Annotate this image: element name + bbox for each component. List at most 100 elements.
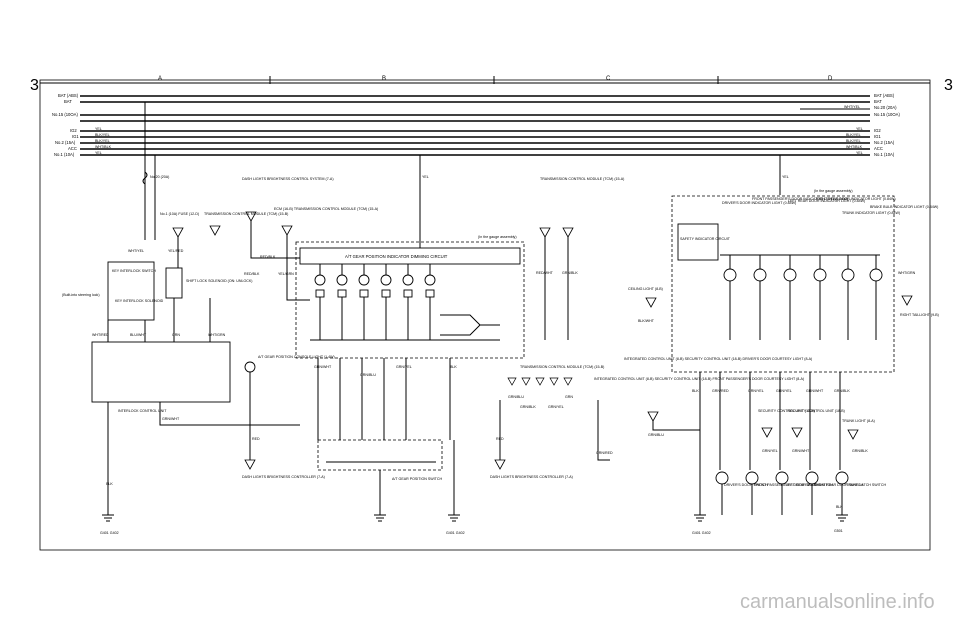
- diagram-frame: [39, 79, 931, 551]
- bulb: [813, 268, 827, 282]
- wire-color: RED: [496, 437, 504, 441]
- connector-arrow: [562, 227, 574, 238]
- bus-color: YEL: [95, 127, 102, 131]
- tcm-connector-row: [507, 377, 573, 386]
- wire-color: WHT/GRN: [898, 271, 916, 275]
- wire-color: RED: [252, 437, 260, 441]
- wire: [286, 235, 310, 301]
- bulb: [314, 274, 326, 286]
- at-position-switch: [317, 439, 443, 471]
- bulb-socket: [337, 289, 347, 298]
- gear-bulb-row: [314, 264, 436, 340]
- wire-color: WHT/YEL: [128, 249, 144, 253]
- bus-color: WHT/BLK: [95, 145, 112, 149]
- wire-color: GRN/BLU: [508, 395, 524, 399]
- svg-text:GRN/WHT: GRN/WHT: [806, 389, 824, 393]
- gauge-assembly-dashed: [295, 241, 525, 359]
- bus-label: No.2 (15A): [55, 140, 76, 145]
- key-solenoid-label: KEY INTERLOCK SOLENOID: [115, 299, 164, 303]
- bus-label: BAT (ABS): [874, 93, 895, 98]
- bulb: [402, 274, 414, 286]
- bulb: [869, 268, 883, 282]
- safety-circuit-box: [677, 223, 719, 261]
- bulb: [783, 268, 797, 282]
- bulb: [424, 274, 436, 286]
- wire: [159, 402, 300, 426]
- wire-color: YEL: [782, 175, 789, 179]
- ind-driver-label: DRIVER'S DOOR INDICATOR LIGHT (0.84W): [722, 201, 796, 205]
- ind-left-rear-label: LEFT REAR DOOR INDICATOR LIGHT (0.84W): [788, 199, 865, 203]
- ind-brake-label: BRAKE BULB INDICATOR LIGHT (0.84W): [870, 205, 938, 209]
- bus-color: WHT/YEL: [844, 105, 860, 109]
- console-light-bulb: [244, 361, 256, 373]
- wire-color: YEL/RED: [168, 249, 184, 253]
- sw-trunk-label: TRUNK LATCH SWITCH: [846, 483, 886, 487]
- wire-color: GRN/WHT: [314, 365, 332, 369]
- bulb: [358, 274, 370, 286]
- bus-color: BLK/YEL: [95, 139, 110, 143]
- ind-right-rear-label: RIGHT REAR DOOR INDICATOR LIGHT (0.84W): [816, 197, 896, 201]
- ground-symbol: [836, 514, 848, 522]
- wire-color: GRN/BLU: [360, 373, 376, 377]
- connector-arrow: [847, 429, 859, 440]
- bus-label: ACC: [874, 146, 883, 151]
- wire-color: RED/BLK: [260, 255, 276, 259]
- tcm-right-label: TRANSMISSION CONTROL MODULE (TCM) (15-A): [540, 177, 624, 181]
- ceiling-label: CEILING LIGHT (8-B): [628, 287, 663, 291]
- bulb: [753, 268, 767, 282]
- bus-color: YEL: [856, 151, 863, 155]
- ground-label-mid: G401 G402: [446, 531, 465, 535]
- console-light-label: A/T GEAR POSITION CONSOLE LIGHT (1.4W): [258, 355, 335, 359]
- bus-label: BAT: [64, 99, 72, 104]
- wire-color: BLU/WHT: [130, 333, 147, 337]
- in-gauge-label: (In the gauge assembly): [478, 235, 517, 239]
- bulb: [380, 274, 392, 286]
- connector-arrow: [245, 211, 257, 222]
- bulb: [336, 274, 348, 286]
- bulb-socket: [381, 289, 391, 298]
- grid-label-d: D: [828, 76, 833, 82]
- wire-color: BLK/WHT: [638, 319, 655, 323]
- wire-color: BLK: [106, 482, 113, 486]
- dimming-circuit-label: A/T GEAR POSITION INDICATOR DIMMING CIRC…: [345, 254, 448, 259]
- security2-label: SECURITY CONTROL UNIT (18-B): [788, 409, 845, 413]
- bottom-wire-colors: BLK GRN/RED GRN/YEL GRN/YEL GRN/WHT GRN/…: [692, 389, 850, 393]
- key-interlock-label: KEY INTERLOCK SWITCH: [112, 269, 156, 273]
- door-switch-row: [715, 471, 849, 515]
- ground-symbol: [374, 514, 386, 522]
- grid-label-b: B: [382, 76, 386, 82]
- ground-symbol: [694, 514, 706, 522]
- bus-color: BLK/YEL: [95, 133, 110, 137]
- sheet-number-left: 3: [30, 77, 39, 94]
- bus-label: IG2: [874, 128, 881, 133]
- wire-color: GRN: [565, 395, 573, 399]
- svg-text:GRN/BLK: GRN/BLK: [834, 389, 850, 393]
- bus-color: BLK/YEL: [846, 139, 861, 143]
- fuse-20-label: No.20 (20A): [150, 175, 169, 179]
- dimmer-transistor: [440, 314, 500, 336]
- wire-color: RED/BLK: [244, 272, 260, 276]
- ground-symbol: [448, 514, 460, 522]
- gauge-assembly-right: [671, 195, 895, 373]
- bus-label: No.15 (10OA): [52, 112, 78, 117]
- grid-label-a: A: [158, 76, 162, 82]
- bus-label: BAT: [874, 99, 882, 104]
- dash-ctrl-label: DASH LIGHTS BRIGHTNESS CONTROLLER (7-A): [242, 475, 325, 479]
- dimming-circuit-box: [299, 247, 521, 265]
- wire: [317, 358, 451, 440]
- ground-label-far: G501: [834, 529, 843, 533]
- wire-color: GRN/BLK: [520, 405, 536, 409]
- ground-symbol: [102, 514, 114, 522]
- wire-color: GRN/RED: [596, 451, 613, 455]
- bus-label: No.15 (10OA): [874, 112, 900, 117]
- security1-label: SECURITY CONTROL UNIT (18-B): [758, 409, 815, 413]
- connector-arrow: [281, 225, 293, 236]
- connector-arrow: [761, 427, 773, 438]
- bus-label: No.1 (10A): [54, 152, 75, 157]
- bus-label: No.20 (20A): [874, 105, 897, 110]
- wire-color: YEL: [422, 175, 429, 179]
- connector-arrow: [244, 459, 256, 470]
- ind-front-label: FRONT PASSENGER'S DOOR INDICATOR LIGHT (…: [752, 197, 848, 201]
- svg-text:BLK: BLK: [692, 389, 699, 393]
